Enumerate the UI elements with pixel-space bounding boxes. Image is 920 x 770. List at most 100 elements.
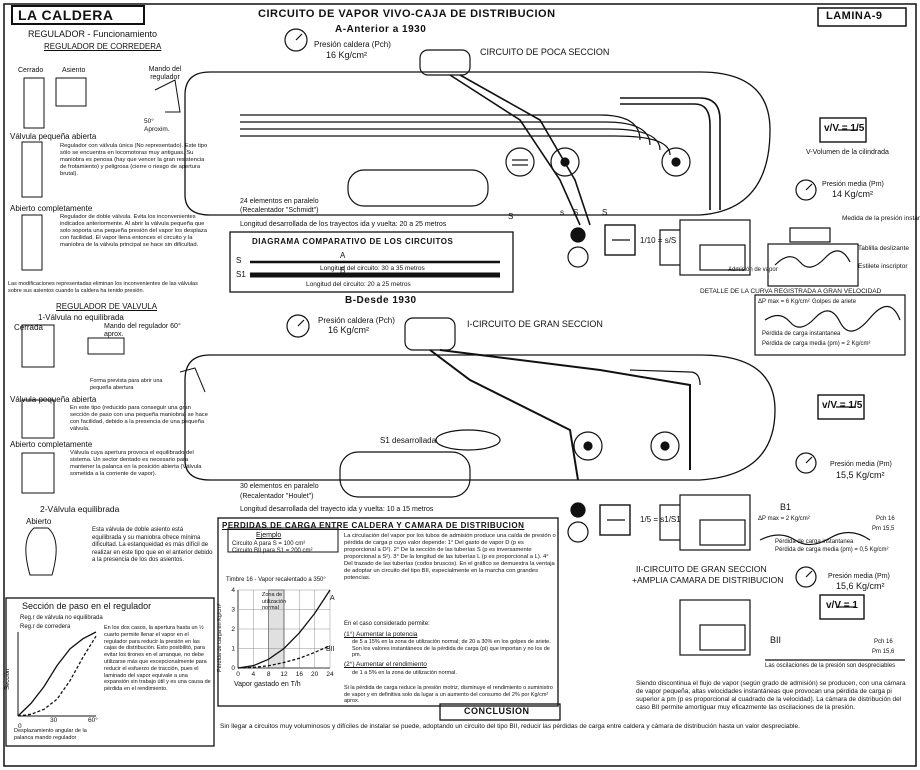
regulador-valvula-peq: Válvula pequeña abierta [10,132,97,141]
comparative-len-a: Longitud del circuito: 30 a 35 metros [320,265,425,272]
perdidas-leg-a: Circuito A para S = 100 cm² [232,541,306,547]
section-c-pm-value: 15,6 Kg/cm² [836,581,885,591]
section-b-s1: S1 desarrollada [380,436,437,445]
outer-frame [3,3,917,767]
section-b-pressure-label: Presión caldera (Pch) [318,316,395,325]
series-line-0 [237,589,331,669]
section-b-pm: Pm 15,5 [872,526,895,532]
y-tick-label: 2 [231,626,235,633]
label-S-3: S [602,208,608,217]
curva-title: DETALLE DE LA CURVA REGISTRADA A GRAN VE… [700,288,882,295]
section-c-title2: +AMPLIA CAMARA DE DISTRIBUCION [632,575,784,585]
seccion-x30: 30 [50,717,58,724]
comparative-box [229,231,514,293]
section-c-text: Siendo discontinua el flujo de vapor (se… [636,680,906,711]
seccion-text: En los dos casos, la apertura hasta un ½… [104,625,211,693]
section-b-length: Longitud desarrollada del trayecto ida y… [240,506,434,513]
section-b-B1: B1 [780,502,792,512]
regval-sub1: 1-Válvula no equilibrada [38,313,124,322]
regval-text1: En este tipo (reducido para conseguir un… [70,405,208,432]
section-a-v-ratio: v/V = 1/5 [824,123,865,134]
curva-dp-a: ΔP max = 6 Kg/cm² [758,299,810,305]
section-b-pressure-value: 16 Kg/cm² [328,325,370,335]
perdidas-line-b: BII [326,646,335,653]
x-tick-label: 24 [326,671,334,678]
conclusion-title: CONCLUSION [464,706,530,716]
conclusion-box [439,703,561,721]
perdidas-line-a: A [330,595,335,602]
seccion-x60: 60° [88,717,98,724]
regulador-subtitle: REGULADOR DE CORREDERA [44,42,162,51]
label-S-2: S [573,208,579,217]
x-tick-label: 4 [252,671,256,678]
section-b-circuit: I-CIRCUITO DE GRAN SECCION [467,319,603,329]
section-a-recalentador: (Recalentador "Schmidt") [240,207,319,214]
section-a-v-note: V-Volumen de la cilindrada [806,149,889,156]
boiler-b [184,314,871,551]
section-c-BII: BII [770,635,782,645]
regval-abierto: Abierto completamente [10,440,93,449]
regulator-sketches [21,77,206,576]
curve-detail-a [754,294,906,356]
x-tick-label: 0 [236,671,240,678]
perdidas-body: La circulación del vapor por los tubos d… [344,533,556,581]
section-b-ratio: 1/5 = s1/S1 [640,515,681,524]
conclusion-text: Sin llegar a circuitos muy voluminosos y… [220,723,800,730]
curva-perdida-inst-a: Pérdida de carga instantanea [762,331,841,337]
x-tick-label: 12 [280,671,288,678]
medida: Medida de la presión instantanea [842,215,920,222]
seccion-leg2: Reg.r de corredera [20,624,71,630]
perdidas-a1-text: de 5 a 15% en la zona de utilización nor… [352,639,551,658]
dome-a [419,49,471,76]
comparative-A: A [340,251,346,260]
y-tick-label: 4 [231,587,235,594]
series-line-1 [237,645,331,669]
series-line-1 [17,635,97,717]
regval-forma: Forma prevista para abrir una pequeña ab… [90,378,163,391]
regulador-cerrado: Cerrado [18,67,44,74]
section-b-title: B-Desde 1930 [345,295,417,306]
perdidas-zona: Zona de utilización normal [262,592,287,611]
section-b-pm-value: 15,5 Kg/cm² [836,470,885,480]
section-a-pm-label: Presión media (Pm) [822,181,884,188]
regulador-abierto: Abierto completamente [10,204,93,213]
x-tick-label: 20 [311,671,319,678]
regval-text2: Válvula cuya apertura provoca el equilib… [70,450,202,477]
section-a-title: A-Anterior a 1930 [335,24,427,35]
seccion-xlabel: Desplazamiento angular de la palanca man… [14,728,87,741]
regulador-mando: Mando del regulador [148,66,182,81]
regval-text3: Esta válvula de doble asiento está equil… [92,527,213,563]
section-a-elements: 24 elementos en paralelo [240,198,319,205]
section-b-pm-label: Presión media (Pm) [830,461,892,468]
perdidas-xlabel: Vapor gastado en T/h [234,681,301,688]
regulador-note: Las modificaciones representadas elimina… [8,281,198,294]
x-tick-label: 8 [267,671,271,678]
admision: Admisión de vapor [728,267,778,273]
regval-title: REGULADOR DE VALVULA [56,302,158,311]
y-tick-label: 0 [231,665,235,672]
comparative-S: S [236,256,242,265]
regulador-title: REGULADOR - Funcionamiento [28,29,158,39]
seccion-title: Sección de paso en el regulador [22,601,152,611]
y-tick-label: 1 [231,646,235,653]
section-c-art [679,566,905,661]
tablilla: Tablilla deslizante [858,245,909,252]
comparative-len-b: Longitud del circuito: 20 a 25 metros [306,281,411,288]
seccion-leg1: Reg.r de válvula no equilibrada [20,615,103,621]
label-s-1: s [560,208,564,217]
seccion-ylabel: Sección [5,668,11,690]
section-c-osc: Las oscilaciones de la presión son despr… [765,663,896,669]
regval-cerrada: Cerrada [14,323,43,332]
regval-mando: Mando del regulador 60° aprox. [104,323,181,338]
perdidas-ylabel: Pérdida de carga en Kg/cm² [217,603,223,672]
section-a-pressure-value: 16 Kg/cm² [326,50,368,60]
series-line-0 [17,631,97,717]
section-c-title1: II-CIRCUITO DE GRAN SECCION [636,564,767,574]
x-tick-label: 16 [296,671,304,678]
right-title: LAMINA-9 [826,10,883,22]
section-b-dp: ΔP max = 2 Kg/cm² [758,516,810,522]
center-title: CIRCUITO DE VAPOR VIVO-CAJA DE DISTRIBUC… [258,8,556,20]
